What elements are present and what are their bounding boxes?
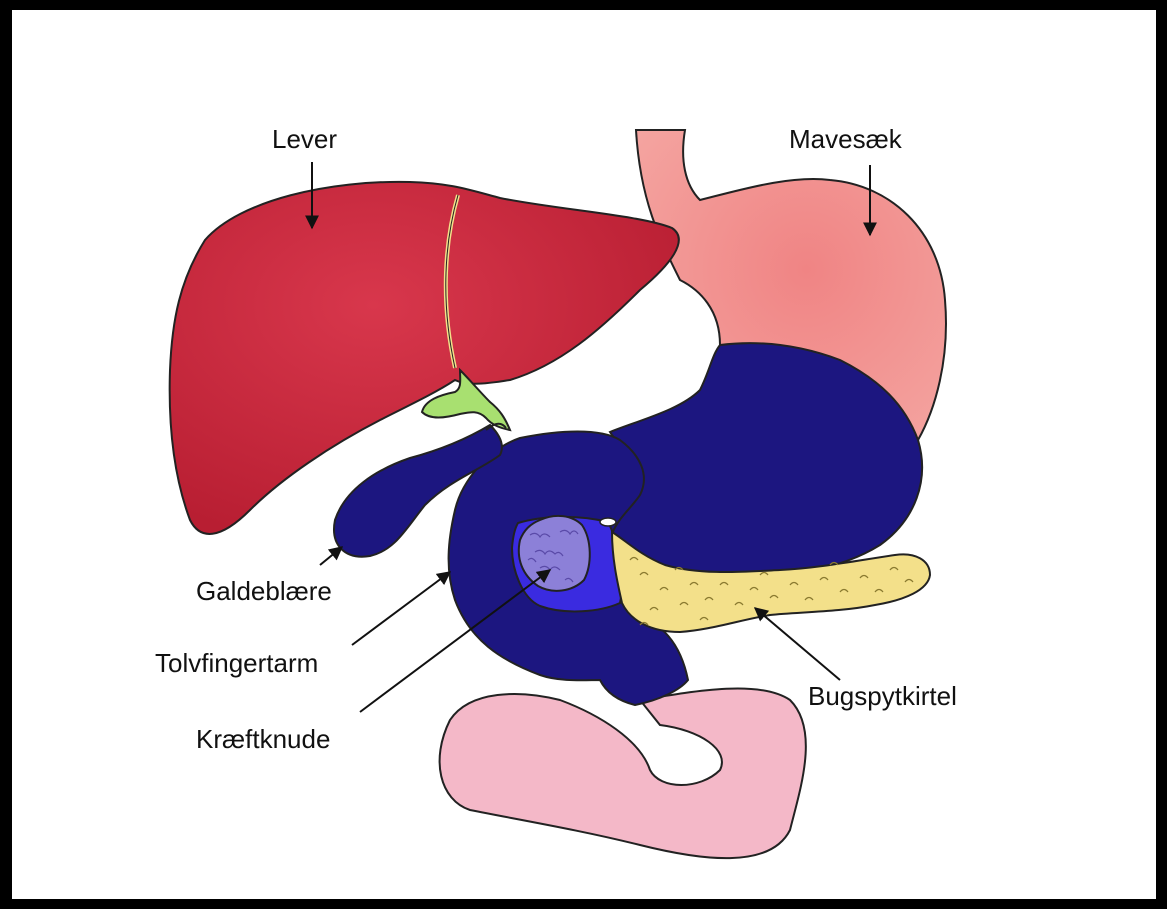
gallbladder-arrow (320, 547, 342, 565)
diagram-canvas: Lever Mavesæk Galdeblære Tolvfingertarm … (12, 10, 1156, 899)
liver-label: Lever (272, 124, 337, 154)
duodenum-label: Tolvfingertarm (155, 648, 318, 678)
small-intestine (440, 688, 806, 858)
pancreas-label: Bugspytkirtel (808, 681, 957, 711)
tumor-label: Kræftknude (196, 724, 330, 754)
duodenum-arrow (352, 572, 450, 645)
stomach-label: Mavesæk (789, 124, 903, 154)
anatomy-diagram: Lever Mavesæk Galdeblære Tolvfingertarm … (12, 10, 1156, 899)
pancreas-arrow (755, 608, 840, 680)
gallbladder-label: Galdeblære (196, 576, 332, 606)
